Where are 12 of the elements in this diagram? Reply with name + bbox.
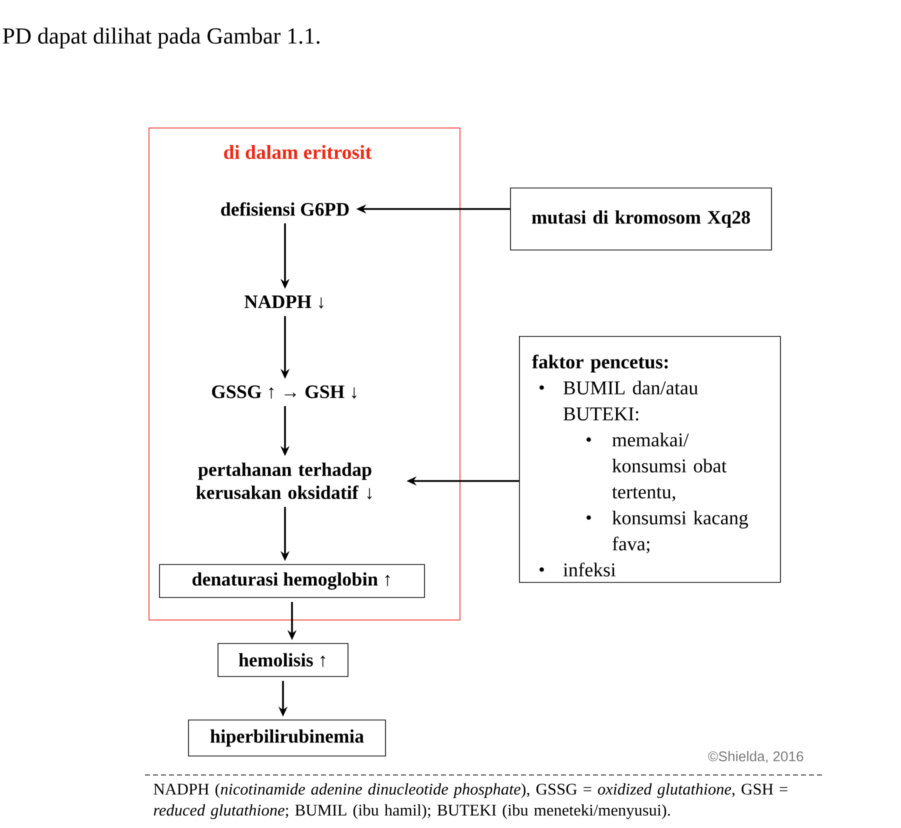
step-text: NADPH ↓ [244,295,324,309]
copyright-note: ©Shielda, 2016 [708,751,804,763]
process-box: denaturasi hemoglobin ↑ [159,564,425,598]
factor-box: faktor pencetus: BUMIL dan/atau BUTEKI: memakai/ konsumsi obat tertentu, konsumsi kacang fava; infeksi [519,336,781,583]
footnote: NADPH (nicotinamide adenine dinucleotide phosphate), GSSG = oxidized glutathione, GSH = reduced glutathione; BUMIL (ibu hamil); BUTEKI (ibu meneteki/menyusui). [154,783,788,820]
body-text: PD dapat dilihat pada Gambar 1.1. [2,28,320,48]
step-text: GSSG ↑ → GSH ↓ [212,385,356,399]
step-text: defisiensi G6PD [221,202,349,216]
process-box: hiperbilirubinemia [188,720,386,756]
step-text: pertahanan terhadap kerusakan oksidatif ↓ [196,462,372,500]
process-box: hemolisis ↑ [218,643,348,677]
cause-box: mutasi di kromosom Xq28 [510,188,772,250]
